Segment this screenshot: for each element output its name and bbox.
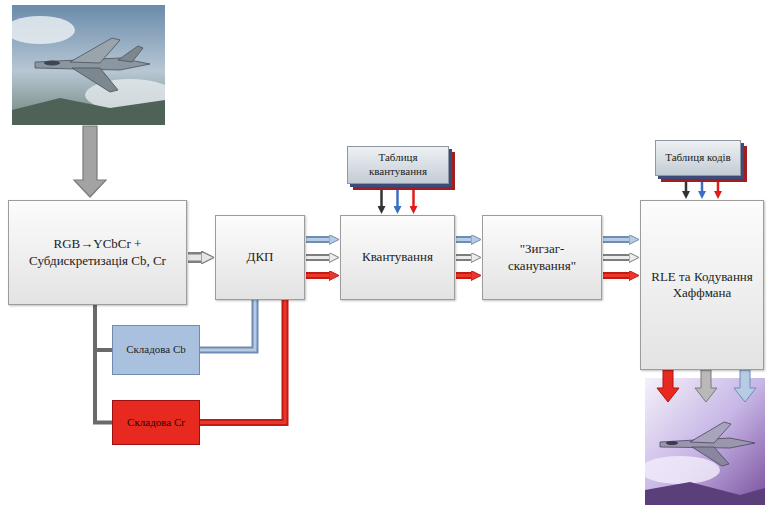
node-label: Складова Cr: [127, 416, 185, 430]
connector-line: [200, 300, 285, 423]
connector-line: [188, 252, 201, 263]
connector-line: [380, 185, 383, 206]
connector-line: [603, 274, 629, 277]
connector-line: [701, 177, 704, 191]
connector-line: [456, 272, 471, 279]
node-label: Таблиця квантування: [352, 151, 444, 179]
connector: [702, 177, 703, 191]
photo-ground: [645, 482, 765, 505]
output-arrow: [734, 370, 756, 402]
conversion-box: RGB→YCbCr + Субдискретизація Cb, Cr: [8, 200, 187, 305]
dct-box: ДКП: [215, 215, 305, 300]
connector-line: [456, 254, 471, 261]
connector: [95, 305, 112, 423]
photo-cloud: [12, 16, 75, 44]
table-box: Таблиця квантування: [347, 146, 449, 184]
connector-line: [456, 256, 471, 259]
connector: [381, 185, 382, 206]
connector: [397, 185, 398, 206]
connector-line: [95, 305, 112, 423]
component-box: Складова Cr: [112, 400, 200, 445]
connector-line: [456, 238, 471, 241]
connector: [603, 239, 629, 240]
connector: [188, 257, 201, 258]
connector-line: [200, 300, 255, 350]
connector: [603, 275, 629, 276]
node-label: ДКП: [247, 249, 274, 265]
connector-line: [603, 254, 629, 261]
connector-line: [95, 305, 112, 350]
connector-line: [685, 177, 688, 191]
connector-line: [306, 272, 329, 279]
photo-cloud: [645, 456, 720, 484]
jet-canopy: [666, 441, 678, 445]
connector: [306, 239, 329, 240]
connector-line: [603, 272, 629, 279]
input-photo: [12, 5, 165, 125]
connector: [413, 185, 414, 206]
process-box: Квантування: [340, 215, 455, 300]
jet-wing: [692, 447, 729, 466]
connector-line: [306, 238, 329, 241]
table-box: Таблиця кодів: [655, 140, 741, 176]
output-arrow: [695, 370, 717, 402]
connector: [95, 305, 112, 350]
connector: [686, 177, 687, 191]
jet-wing: [690, 422, 731, 443]
jet-wing: [72, 68, 118, 92]
jet-wing: [70, 38, 120, 63]
connector: [200, 300, 285, 423]
connector-line: [456, 274, 471, 277]
connector: [718, 177, 719, 191]
connector-line: [188, 255, 201, 261]
connector-line: [306, 256, 329, 259]
connector-line: [306, 236, 329, 243]
input-arrow: [74, 126, 106, 197]
connector-line: [717, 177, 720, 191]
node-label: RGB→YCbCr + Субдискретизація Cb, Cr: [13, 236, 182, 269]
output-arrow: [657, 370, 679, 402]
jet-tail: [118, 46, 143, 62]
connector-line: [412, 185, 415, 206]
node-label: Квантування: [362, 249, 433, 265]
connector-line: [603, 256, 629, 259]
node-label: Складова Cb: [126, 343, 186, 357]
connector: [456, 239, 471, 240]
connector: [456, 257, 471, 258]
connector-line: [396, 185, 399, 206]
connector-line: [200, 300, 285, 423]
jet-canopy: [44, 60, 60, 65]
connector-line: [603, 236, 629, 243]
coding-box: RLE та Кодування Хаффмана: [640, 200, 764, 370]
process-box: "Зигзаг-сканування": [482, 215, 602, 300]
connector: [306, 275, 329, 276]
node-label: Таблиця кодів: [665, 151, 731, 165]
photo-ground: [12, 98, 165, 125]
connector-line: [456, 236, 471, 243]
connector: [306, 257, 329, 258]
connector-line: [306, 254, 329, 261]
connector-line: [306, 274, 329, 277]
connector-line: [603, 238, 629, 241]
node-label: "Зигзаг-сканування": [487, 241, 597, 274]
connector: [200, 300, 255, 350]
component-box: Складова Cb: [112, 325, 200, 375]
connector: [456, 275, 471, 276]
connector-line: [200, 300, 255, 350]
node-label: RLE та Кодування Хаффмана: [645, 269, 759, 302]
connector: [603, 257, 629, 258]
